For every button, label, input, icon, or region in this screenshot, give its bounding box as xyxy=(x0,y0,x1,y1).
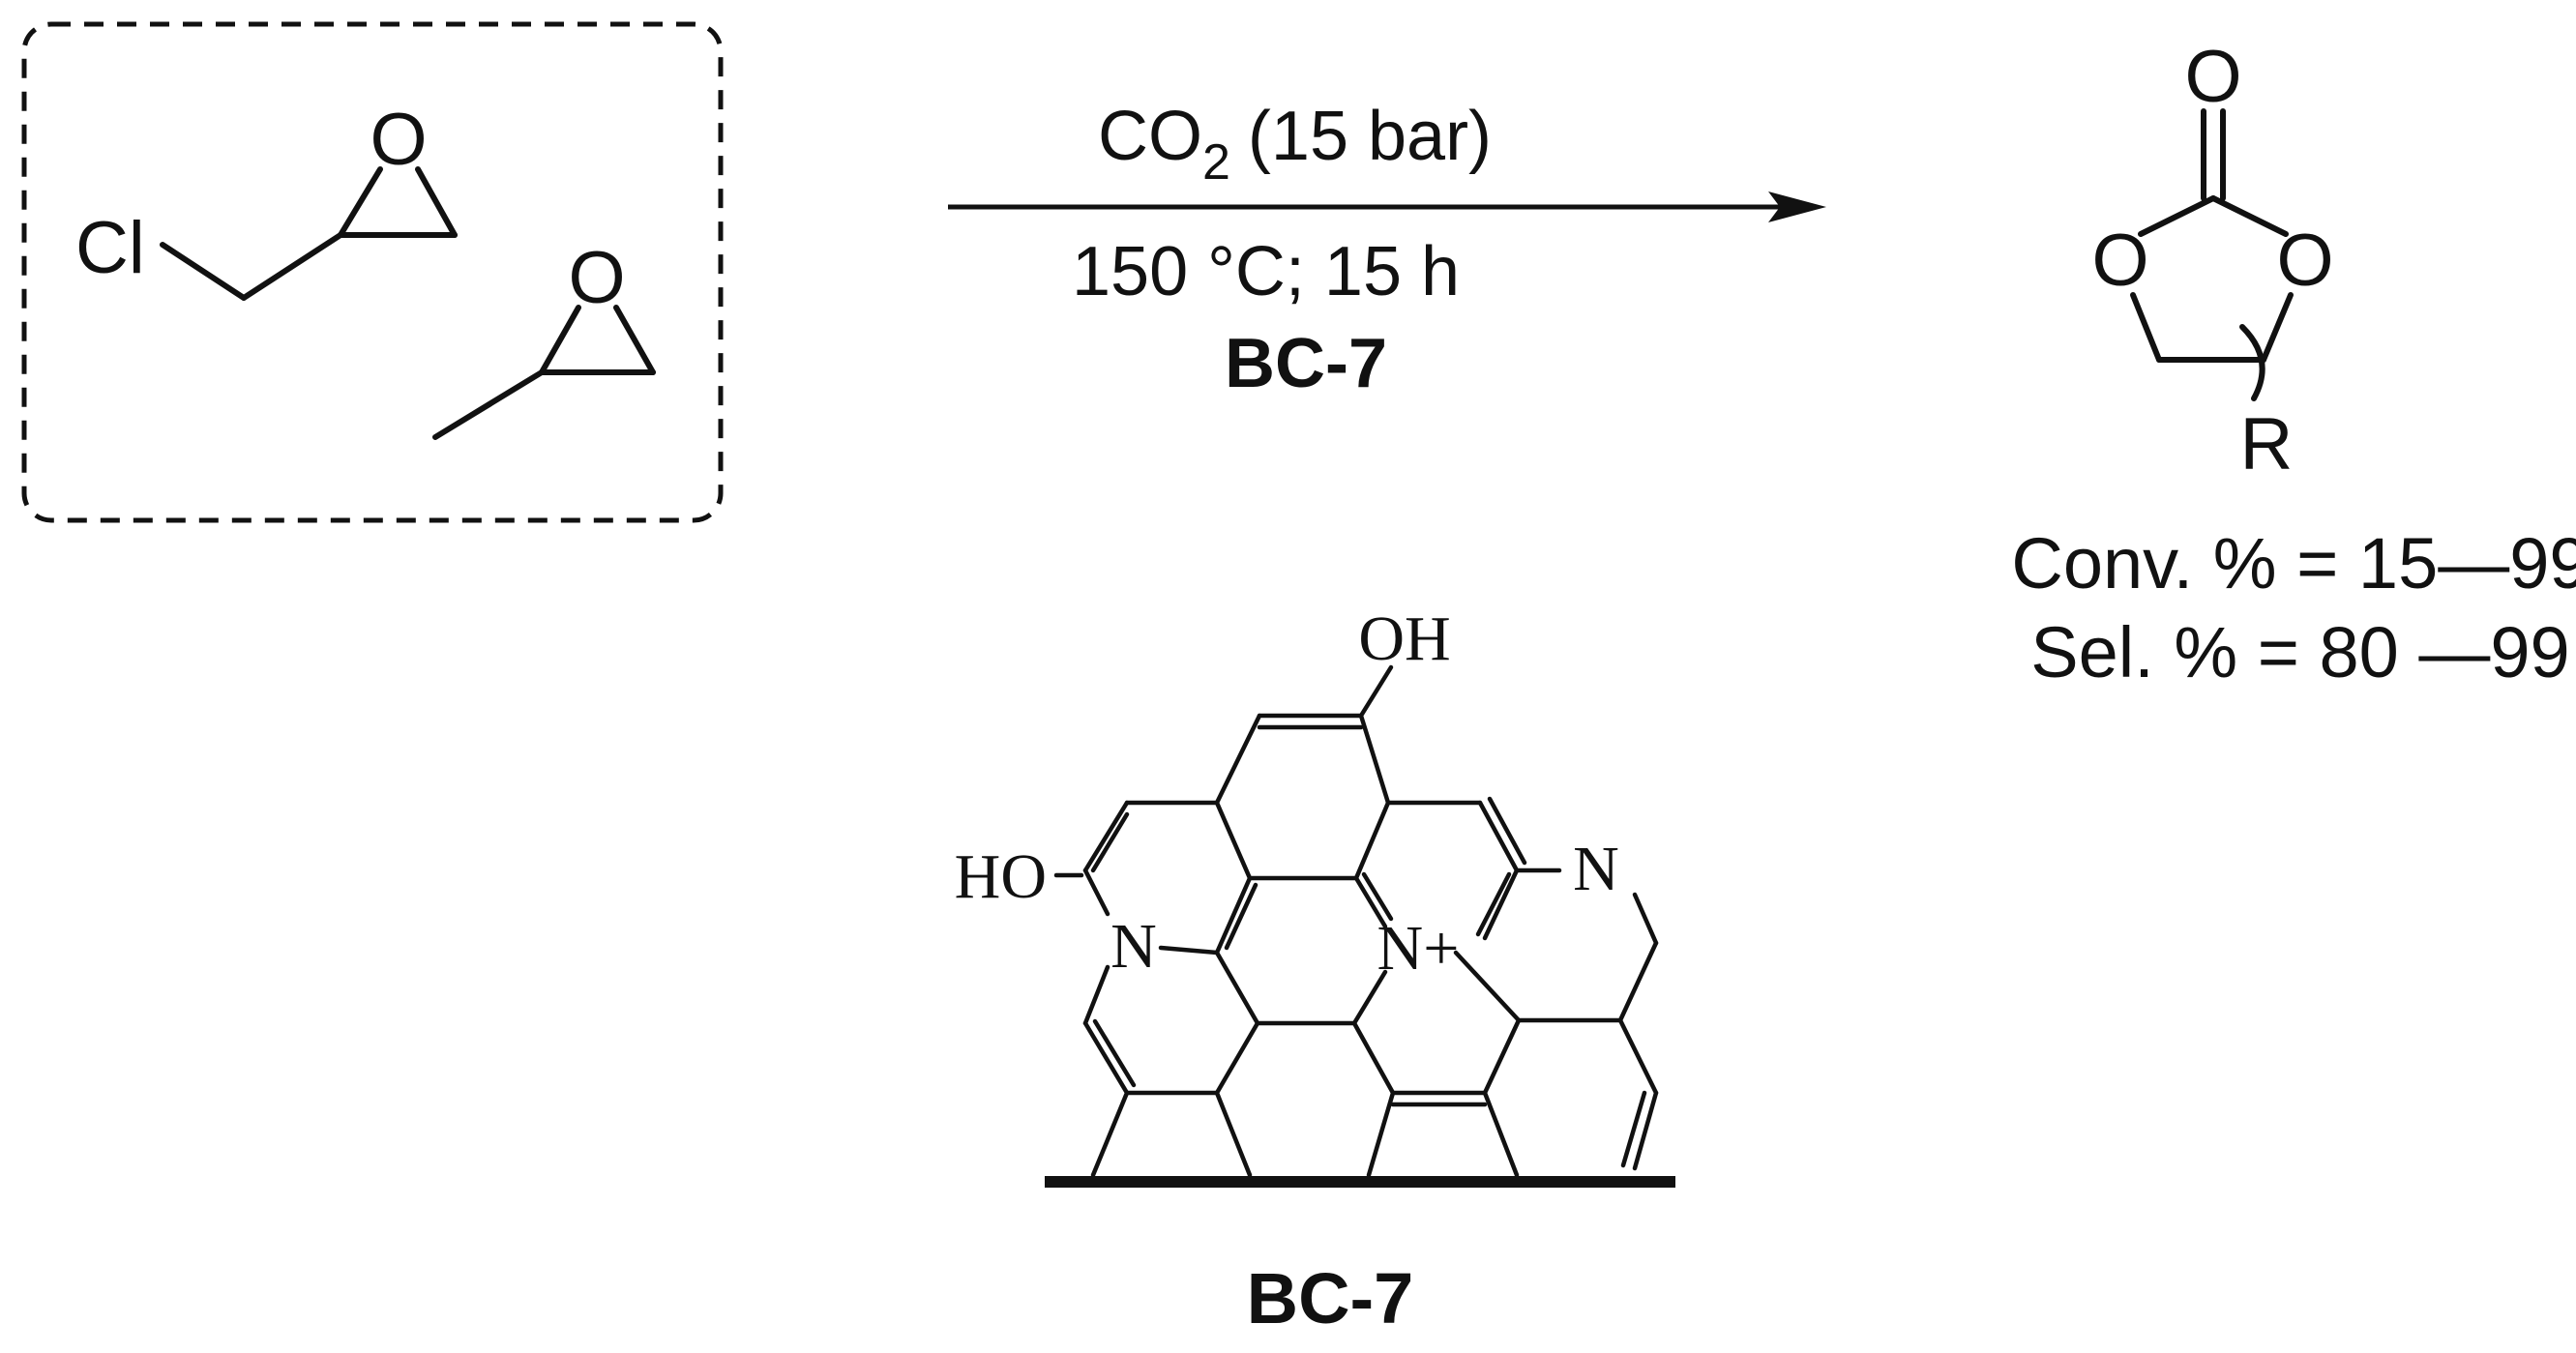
selectivity-text: Sel. % = 80 —99 xyxy=(2030,612,2569,692)
carbonyl-oxygen-label: O xyxy=(2184,36,2241,118)
bc7-structure: OH HO N N+ N xyxy=(955,603,1675,1188)
epichlorohydrin: Cl O xyxy=(75,99,458,301)
n-center-label: N+ xyxy=(1377,913,1460,984)
n-right-label: N xyxy=(1573,834,1619,904)
ho-left-label: HO xyxy=(955,841,1047,912)
catalyst-structure-label: BC-7 xyxy=(1247,1258,1414,1338)
o-ch2-bond xyxy=(2130,292,2162,363)
epoxide-co-bond-left xyxy=(338,166,383,238)
ring-oxygen-left-label: O xyxy=(2091,220,2148,302)
oh-top-label: OH xyxy=(1358,603,1450,674)
conversion-text: Conv. % = 15—99 xyxy=(2011,523,2576,603)
substituent-label: R xyxy=(2240,403,2294,485)
ch-o-bond xyxy=(2261,292,2294,363)
chlorine-label: Cl xyxy=(75,207,145,289)
temperature-time: 150 °C; 15 h xyxy=(1072,233,1460,310)
propylene-oxide: O xyxy=(432,237,656,440)
n-left-label: N xyxy=(1110,911,1157,982)
c-o-left-bond xyxy=(2138,195,2216,237)
ch2cl-bond xyxy=(160,242,247,301)
epoxide-co-bond-right xyxy=(415,166,458,238)
epoxide-oxygen-label: O xyxy=(370,99,427,181)
epoxide-oxygen-label: O xyxy=(568,237,625,319)
epoxide-co-bond-left xyxy=(539,305,581,375)
c-o-right-bond xyxy=(2210,195,2289,237)
ring-oxygen-right-label: O xyxy=(2276,220,2333,302)
methyl-bond xyxy=(432,369,545,440)
catalyst-label: BC-7 xyxy=(1225,325,1387,402)
gas-condition: CO2 (15 bar) xyxy=(1098,98,1492,191)
ch2-bond xyxy=(241,232,343,301)
substituent-wavy-bond xyxy=(2239,324,2265,401)
reaction-arrow xyxy=(948,191,1826,222)
c-oh-bond xyxy=(1358,664,1394,719)
epoxide-co-bond-right xyxy=(613,305,656,375)
reactant-box xyxy=(21,21,724,523)
gas-subscript: 2 xyxy=(1202,134,1230,191)
pressure-label: (15 bar) xyxy=(1248,98,1492,175)
arrowhead-icon xyxy=(1768,191,1826,222)
gas-label: CO xyxy=(1098,98,1202,175)
cyclic-carbonate: O O O R xyxy=(2091,36,2333,485)
